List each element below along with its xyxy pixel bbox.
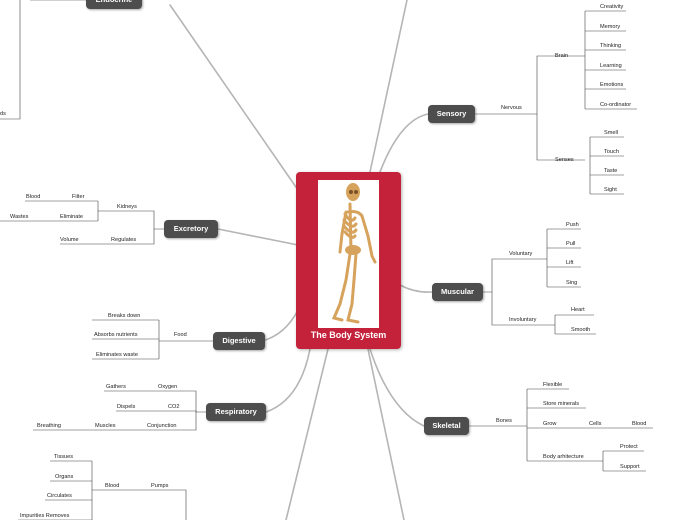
muscular-node[interactable]: Muscular xyxy=(432,283,483,301)
circulatory-item[interactable]: Tissues xyxy=(54,454,74,460)
voluntary-item[interactable]: Pull xyxy=(566,241,576,247)
support-label[interactable]: Support xyxy=(620,464,640,470)
brain-item[interactable]: Co-ordinator xyxy=(600,102,632,108)
flexible-label[interactable]: Flexible xyxy=(543,382,563,388)
regulates-label[interactable]: Regulates xyxy=(111,237,137,243)
digestive-item[interactable]: Eliminates waste xyxy=(96,352,138,358)
filter-label[interactable]: Filter xyxy=(72,194,85,200)
respiratory-node[interactable]: Respiratory xyxy=(206,403,266,421)
voluntary-label[interactable]: Voluntary xyxy=(509,251,533,257)
sensory-node[interactable]: Sensory xyxy=(428,105,475,123)
senses-item[interactable]: Sight xyxy=(604,187,617,193)
endocrine-node[interactable]: Endocrine xyxy=(86,0,142,9)
digestive-item[interactable]: Breaks down xyxy=(108,313,141,319)
wastes-label[interactable]: Wastes xyxy=(10,214,29,220)
senses-item[interactable]: Taste xyxy=(604,168,618,174)
cells-label[interactable]: Cells xyxy=(589,421,602,427)
muscles-label[interactable]: Muscles xyxy=(95,423,116,429)
brain-item[interactable]: Thinking xyxy=(600,43,622,49)
voluntary-item[interactable]: Push xyxy=(566,222,579,228)
oxygen-label[interactable]: Oxygen xyxy=(158,384,178,390)
protect-label[interactable]: Protect xyxy=(620,444,638,450)
dispels-label[interactable]: Dispels xyxy=(117,404,136,410)
digestive-node[interactable]: Digestive xyxy=(213,332,265,350)
skeleton-image xyxy=(318,180,379,328)
bones-label[interactable]: Bones xyxy=(496,418,512,424)
breathing-label[interactable]: Breathing xyxy=(37,423,61,429)
body-arhitecture-label[interactable]: Body arhitecture xyxy=(543,454,584,460)
brain-label[interactable]: Brain xyxy=(555,53,569,59)
eliminate-label[interactable]: Eliminate xyxy=(60,214,84,220)
brain-item[interactable]: Creativity xyxy=(600,4,624,10)
circulatory-item[interactable]: Organs xyxy=(55,474,74,480)
brain-item[interactable]: Emotions xyxy=(600,82,624,88)
food-label[interactable]: Food xyxy=(174,332,187,338)
senses-item[interactable]: Smell xyxy=(604,130,618,136)
gathers-label[interactable]: Gathers xyxy=(106,384,126,390)
blood-label[interactable]: Blood xyxy=(26,194,41,200)
involuntary-label[interactable]: Involuntary xyxy=(509,317,537,323)
conjunction-label[interactable]: Conjunction xyxy=(147,423,177,429)
volume-label[interactable]: Volume xyxy=(60,237,79,243)
store-minerals-label[interactable]: Store minerals xyxy=(543,401,580,407)
kidneys-label[interactable]: Kidneys xyxy=(117,204,137,210)
digestive-item[interactable]: Absorbs nutrients xyxy=(94,332,138,338)
co2-label[interactable]: CO2 xyxy=(168,404,180,410)
grow-label[interactable]: Grow xyxy=(543,421,557,427)
excretory-node[interactable]: Excretory xyxy=(164,220,218,238)
involuntary-item[interactable]: Heart xyxy=(571,307,585,313)
circulatory-item[interactable]: Circulates xyxy=(47,493,72,499)
blood-label[interactable]: Blood xyxy=(632,421,647,427)
brain-item[interactable]: Memory xyxy=(600,24,621,30)
senses-item[interactable]: Touch xyxy=(604,149,619,155)
central-topic[interactable]: The Body System xyxy=(296,172,401,349)
brain-item[interactable]: Learning xyxy=(600,63,622,69)
endocrine-cut-label[interactable]: ds xyxy=(0,111,6,117)
circulatory-item[interactable]: Impurities Removes xyxy=(20,513,70,519)
voluntary-item[interactable]: Sing xyxy=(566,280,578,286)
blood-label[interactable]: Blood xyxy=(105,483,120,489)
senses-label[interactable]: Senses xyxy=(555,157,574,163)
pumps-label[interactable]: Pumps xyxy=(151,483,169,489)
involuntary-item[interactable]: Smooth xyxy=(571,327,591,333)
central-title: The Body System xyxy=(310,330,387,340)
skeletal-node[interactable]: Skeletal xyxy=(424,417,469,435)
nervous-label[interactable]: Nervous xyxy=(501,105,522,111)
voluntary-item[interactable]: Lift xyxy=(566,260,574,266)
